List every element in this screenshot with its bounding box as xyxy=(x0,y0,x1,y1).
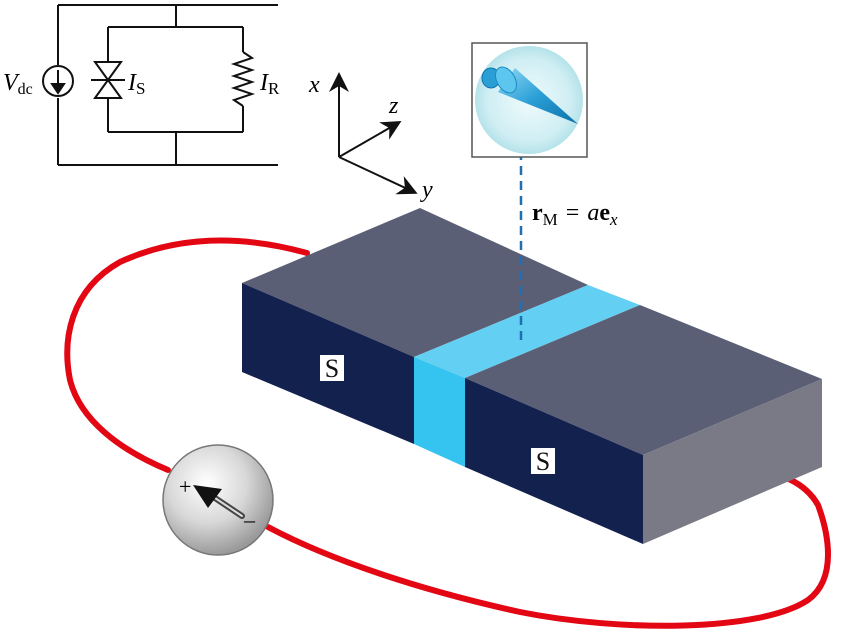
z-axis-label: z xyxy=(388,93,399,119)
magnetic-probe-inset xyxy=(471,42,588,158)
junction-top xyxy=(414,285,640,378)
equivalent-circuit xyxy=(57,4,278,166)
josephson-junction-icon xyxy=(91,61,125,99)
source-arrow-icon xyxy=(193,485,245,519)
z-axis-arrow xyxy=(338,121,402,158)
source-plus-label: + xyxy=(179,474,191,499)
ir-label: IR xyxy=(259,70,280,98)
resistor-icon xyxy=(230,51,256,107)
current-source-icon xyxy=(42,65,74,97)
wire-loop xyxy=(64,237,831,629)
right-s-label-box xyxy=(531,448,555,474)
junction-front xyxy=(414,357,465,467)
right-end-face xyxy=(643,379,822,544)
left-s-label: S xyxy=(325,354,339,383)
magnet-position-label: rM=aex xyxy=(532,200,618,229)
right-s-label: S xyxy=(536,447,550,476)
left-s-label-box xyxy=(320,355,344,381)
left-superconductor-top xyxy=(242,208,588,357)
magnetic-moment-icon xyxy=(481,66,578,124)
superconductor-block: S S xyxy=(242,208,822,544)
x-axis-label: x xyxy=(308,72,320,98)
y-axis-arrow xyxy=(338,156,418,195)
source-minus-label: – xyxy=(243,507,256,532)
voltage-source: + – xyxy=(162,444,274,556)
right-superconductor-top xyxy=(465,305,822,455)
y-axis-label: y xyxy=(420,177,433,203)
coordinate-axes xyxy=(329,72,418,195)
is-label: IS xyxy=(127,70,145,98)
vdc-label: Vdc xyxy=(3,70,33,98)
